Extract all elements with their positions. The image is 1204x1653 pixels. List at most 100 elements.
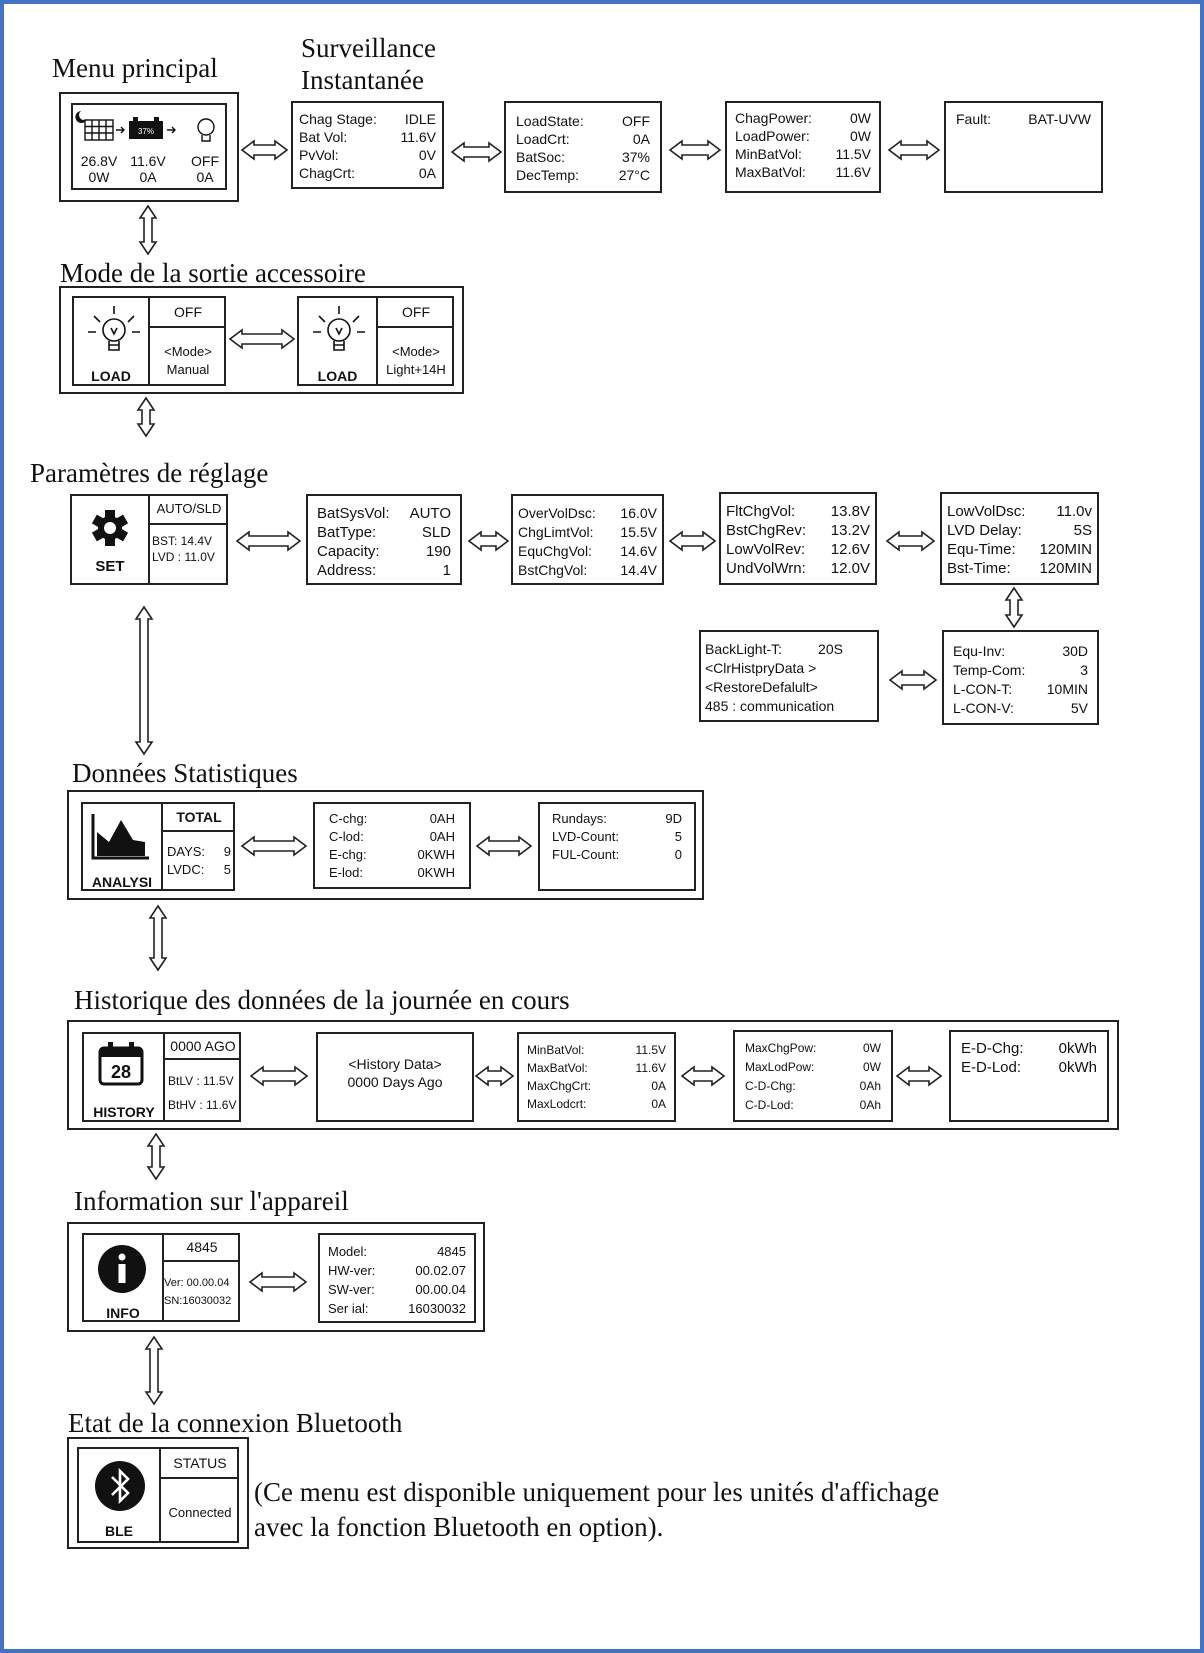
lightbulb-icon xyxy=(313,306,365,351)
double-arrow-icon xyxy=(138,204,158,256)
bluetooth-icon xyxy=(95,1461,145,1511)
info-row: SW-ver:00.00.04 xyxy=(328,1282,466,1297)
monitor-row: DecTemp:27°C xyxy=(516,167,650,183)
setting-row: Bst-Time:120MIN xyxy=(947,560,1092,577)
calendar-day: 28 xyxy=(111,1062,131,1082)
double-arrow-icon xyxy=(1004,586,1024,629)
divider xyxy=(150,523,228,525)
setting-row: FltChgVol:13.8V xyxy=(726,503,870,520)
setting-row: OverVolDsc:16.0V xyxy=(518,505,657,521)
setting-row: Equ-Time:120MIN xyxy=(947,541,1092,558)
ble-note-line-2: avec la fonction Bluetooth en option). xyxy=(254,1512,664,1542)
heading-statistics: Données Statistiques xyxy=(72,758,298,788)
double-arrow-icon xyxy=(467,530,510,552)
stat-row: FUL-Count:0 xyxy=(552,847,682,862)
double-arrow-icon xyxy=(146,1132,166,1181)
load-state: OFF xyxy=(191,153,219,169)
monitor-row: Bat Vol:11.6V xyxy=(299,129,436,145)
set-lvd: LVD : 11.0V xyxy=(152,550,215,564)
stat-row: Rundays:9D xyxy=(552,811,682,826)
setting-row: <ClrHistpryData > xyxy=(705,660,817,676)
ble-frame: BLE STATUS Connected xyxy=(67,1437,249,1549)
battery-percent: 37% xyxy=(138,127,154,136)
setting-row: BstChgVol:14.4V xyxy=(518,562,657,578)
history-ago: 0000 AGO xyxy=(170,1038,236,1054)
stat-row: C-lod:0AH xyxy=(329,829,455,844)
history-row: C-D-Lod:0Ah xyxy=(745,1098,881,1112)
divider xyxy=(161,1477,239,1479)
set-bst: BST: 14.4V xyxy=(152,534,213,548)
solar-panel-icon xyxy=(84,119,114,141)
load-label: LOAD xyxy=(317,368,358,384)
divider xyxy=(163,830,235,832)
setting-row: UndVolWrn:12.0V xyxy=(726,560,870,577)
heading-settings: Paramètres de réglage xyxy=(30,458,269,488)
stats-screen-2: Rundays:9D LVD-Count:5 FUL-Count:0 xyxy=(538,802,696,891)
double-arrow-icon xyxy=(228,328,296,350)
stats-screen-1: C-chg:0AH C-lod:0AH E-chg:0KWH E-lod:0KW… xyxy=(313,802,471,889)
setting-row: LowVolRev:12.6V xyxy=(726,541,870,558)
history-bthv: BtHV : 11.6V xyxy=(168,1098,237,1112)
double-arrow-icon xyxy=(144,1335,164,1406)
monitor-row: LoadCrt:0A xyxy=(516,131,650,147)
pv-power: 0W xyxy=(88,169,110,185)
history-btlv: BtLV : 11.5V xyxy=(168,1074,234,1088)
divider xyxy=(148,298,150,386)
lvdc-row: LVDC:5 xyxy=(167,862,231,877)
setting-row: BatSysVol:AUTO xyxy=(317,505,451,522)
days-row: DAYS:9 xyxy=(167,844,231,859)
history-screen-1: MinBatVol:11.5V MaxBatVol:11.6V MaxChgCr… xyxy=(517,1032,676,1122)
history-row: MaxChgPow:0W xyxy=(745,1041,881,1055)
double-arrow-icon xyxy=(249,1065,309,1087)
monitor-row: PvVol:0V xyxy=(299,147,436,163)
mode-label: <Mode> xyxy=(392,344,440,359)
ble-label: BLE xyxy=(105,1523,133,1539)
history-label: HISTORY xyxy=(93,1104,155,1120)
history-row: MaxLodcrt:0A xyxy=(527,1097,666,1111)
mode-value: Manual xyxy=(166,362,210,377)
history-screen-3: E-D-Chg:0kWh E-D-Lod:0kWh xyxy=(949,1030,1109,1122)
info-frame: INFO 4845 Ver: 00.00.04 SN:16030032 Mode… xyxy=(67,1222,485,1332)
setting-row: L-CON-V:5V xyxy=(953,700,1088,716)
heading-accessory-output: Mode de la sortie accessoire xyxy=(60,258,366,288)
pv-voltage: 26.8V xyxy=(80,153,118,169)
set-mode: AUTO/SLD xyxy=(156,501,222,516)
history-screen: 28 HISTORY 0000 AGO BtLV : 11.5V BtHV : … xyxy=(82,1032,241,1122)
history-row: MaxChgCrt:0A xyxy=(527,1079,666,1093)
info-screen: INFO 4845 Ver: 00.00.04 SN:16030032 xyxy=(82,1233,240,1322)
info-model: 4845 xyxy=(186,1239,218,1255)
monitor-row: BatSoc:37% xyxy=(516,149,650,165)
history-frame: 28 HISTORY 0000 AGO BtLV : 11.5V BtHV : … xyxy=(67,1020,1119,1130)
setting-row: L-CON-T:10MIN xyxy=(953,681,1088,697)
battery-icon xyxy=(129,117,163,139)
history-row: E-D-Lod:0kWh xyxy=(961,1059,1097,1076)
gear-icon xyxy=(91,510,129,546)
stats-frame: ANALYSI TOTAL DAYS:9 LVDC:5 C-chg:0AH C-… xyxy=(67,790,704,900)
divider xyxy=(378,326,454,328)
heading-bluetooth: Etat de la connexion Bluetooth xyxy=(68,1408,403,1438)
monitor-screen-2: LoadState:OFF LoadCrt:0A BatSoc:37% DecT… xyxy=(504,101,662,193)
set-screen-backlight: BackLight-T:20S <ClrHistpryData > <Resto… xyxy=(699,630,879,722)
heading-main-menu: Menu principal xyxy=(52,53,218,83)
stat-row: E-chg:0KWH xyxy=(329,847,455,862)
setting-row: Equ-Inv:30D xyxy=(953,643,1088,659)
connector-arrows xyxy=(134,139,1024,1406)
divider xyxy=(161,804,163,891)
history-screen-2: MaxChgPow:0W MaxLodPow:0W C-D-Chg:0Ah C-… xyxy=(733,1030,893,1122)
double-arrow-icon xyxy=(240,835,308,857)
double-arrow-icon xyxy=(474,1065,515,1087)
history-data-screen: <History Data> 0000 Days Ago xyxy=(316,1032,474,1122)
double-arrow-icon xyxy=(450,141,503,163)
ble-status-value: Connected xyxy=(168,1505,232,1520)
monitor-screen-3: ChagPower:0W LoadPower:0W MinBatVol:11.5… xyxy=(725,101,881,193)
history-row: C-D-Chg:0Ah xyxy=(745,1079,881,1093)
double-arrow-icon xyxy=(885,530,936,552)
load-label: LOAD xyxy=(91,368,131,384)
monitor-screen-fault: Fault:BAT-UVW xyxy=(944,101,1103,193)
double-arrow-icon xyxy=(134,605,154,756)
bulb-icon xyxy=(197,118,215,142)
stat-row: LVD-Count:5 xyxy=(552,829,682,844)
divider xyxy=(162,1235,164,1322)
double-arrow-icon xyxy=(888,669,938,691)
double-arrow-icon xyxy=(668,530,717,552)
